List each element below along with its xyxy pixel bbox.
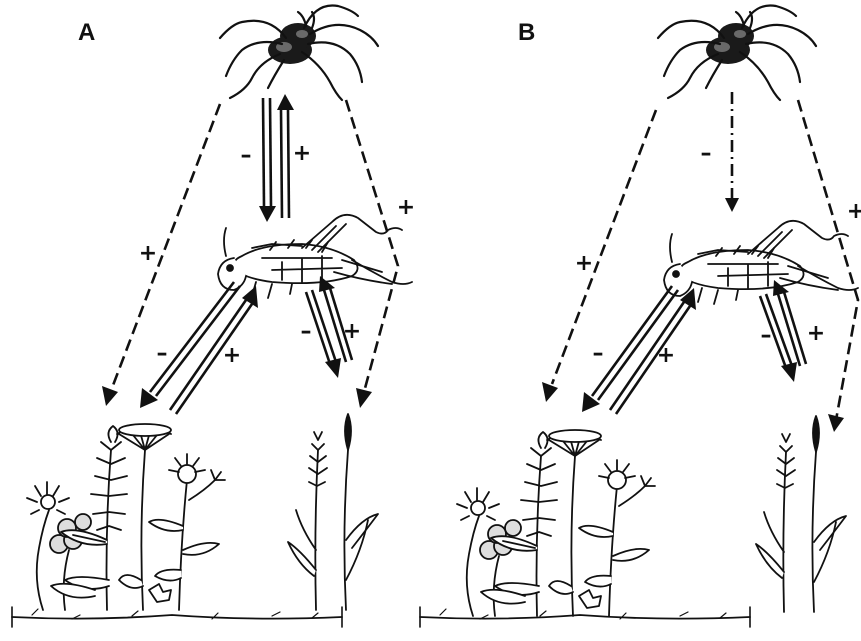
forb-plants-icon: [27, 424, 225, 610]
sign-grasshopper-to-spider: +: [293, 141, 311, 166]
sign-spider-to-grasses: +: [397, 195, 415, 220]
panel-b: B – + +: [420, 5, 861, 627]
sign-forbs-to-grasshopper: +: [657, 343, 675, 368]
sign-grasshopper-to-grasses: –: [761, 323, 772, 348]
sign-grasses-to-grasshopper: +: [807, 321, 825, 346]
arrow-spider-to-grasses: [346, 100, 398, 408]
grass-plants-icon: [756, 416, 846, 612]
grass-plants-icon: [288, 414, 378, 610]
sign-grasses-to-grasshopper: +: [343, 319, 361, 344]
sign-grasshopper-to-forbs: –: [157, 341, 168, 366]
ground-line: [12, 607, 342, 627]
arrow-spider-to-grasshopper: [725, 92, 739, 212]
spider-icon: [658, 5, 816, 100]
sign-grasshopper-to-forbs: –: [593, 341, 604, 366]
arrow-spider-to-grasshopper: [259, 98, 276, 222]
arrow-spider-to-grasses: [798, 100, 858, 432]
panel-a: A – + + +: [12, 5, 415, 627]
arrow-forbs-to-grasshopper: [610, 288, 696, 414]
panel-label-b: B: [518, 19, 535, 46]
sign-spider-to-forbs: +: [139, 241, 157, 266]
sign-spider-to-grasses: +: [847, 199, 861, 224]
sign-forbs-to-grasshopper: +: [223, 343, 241, 368]
spider-icon: [220, 5, 378, 100]
grasshopper-icon: [218, 215, 412, 298]
sign-spider-to-forbs: +: [575, 251, 593, 276]
arrow-grasshopper-to-spider: [277, 94, 294, 218]
sign-grasshopper-to-grasses: –: [301, 319, 312, 344]
panel-label-a: A: [78, 19, 95, 46]
sign-spider-to-grasshopper: –: [701, 141, 712, 166]
ground-line: [420, 607, 750, 627]
forb-plants-icon: [457, 430, 655, 616]
sign-spider-to-grasshopper: –: [241, 143, 252, 168]
arrow-grasses-to-grasshopper: [773, 280, 806, 366]
